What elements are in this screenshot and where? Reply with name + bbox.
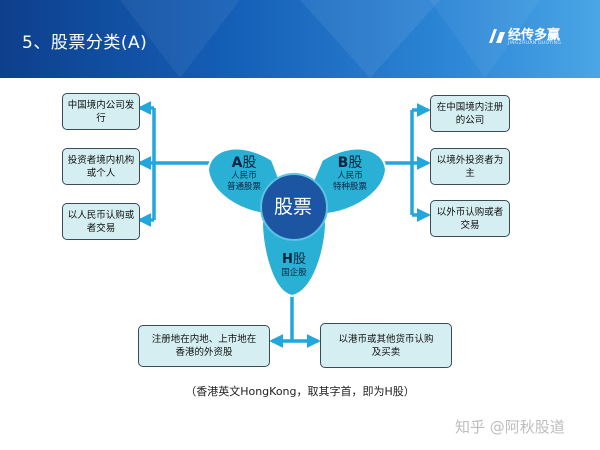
left-connector-arrows <box>137 101 212 227</box>
header-banner: 5、股票分类(A) 经传多赢 JINGZHUAN DUOYING <box>0 0 600 78</box>
logo-text: 经传多赢 <box>508 28 561 43</box>
b-share-letter: B <box>337 155 349 171</box>
b-share-line1: 人民币 <box>337 171 363 181</box>
bottom-box-h-registration: 注册地在内地、上市地在香港的外资股 <box>138 325 270 367</box>
right-box-currency: 以外币认购或者交易 <box>430 200 510 237</box>
a-share-line2: 普通股票 <box>226 182 261 192</box>
center-circle <box>260 173 328 241</box>
logo-subtext: JINGZHUAN DUOYING <box>508 41 562 46</box>
bottom-connector-arrows <box>269 292 321 348</box>
a-share-line1: 人民币 <box>231 171 257 181</box>
b-share-line2: 特种股票 <box>332 182 367 192</box>
left-box-issuer: 中国境内公司发行 <box>62 93 140 130</box>
a-share-letter: A <box>231 155 243 171</box>
b-share-label: B股 人民币 特种股票 <box>328 155 372 193</box>
a-share-label: A股 人民币 普通股票 <box>222 155 266 193</box>
logo-icon <box>489 29 505 43</box>
right-box-registration: 在中国境内注册的公司 <box>430 95 510 132</box>
h-share-label: H股 国企股 <box>268 252 320 279</box>
watermark: 知乎 @阿秋股道 <box>455 418 565 436</box>
h-share-line1: 国企股 <box>281 268 307 278</box>
a-share-name: 股 <box>242 155 257 171</box>
page-title: 5、股票分类(A) <box>22 33 148 53</box>
h-share-name: 股 <box>292 252 306 267</box>
left-box-investors: 投资者境内机构或个人 <box>62 148 140 185</box>
h-share-letter: H <box>282 252 293 267</box>
footnote: （香港英文HongKong，取其字首，即为H股） <box>185 385 415 398</box>
logo: 经传多赢 JINGZHUAN DUOYING <box>488 24 592 58</box>
right-connector-arrows <box>380 103 431 222</box>
b-share-name: 股 <box>348 155 363 171</box>
bottom-box-h-currency: 以港币或其他货币认购及买卖 <box>320 323 452 368</box>
left-box-currency: 以人民币认购或者交易 <box>62 203 140 240</box>
right-box-investors: 以境外投资者为主 <box>430 148 510 185</box>
center-label: 股票 <box>273 196 312 218</box>
